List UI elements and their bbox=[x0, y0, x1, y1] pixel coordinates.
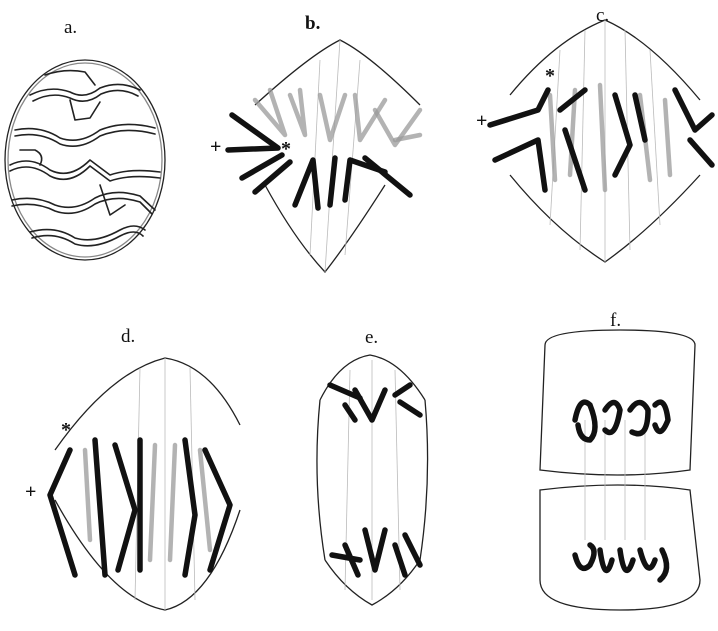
panel-e-spindle bbox=[317, 355, 428, 605]
panel-b-spindle bbox=[228, 40, 420, 272]
panel-d-spindle bbox=[50, 358, 240, 610]
panel-f-cells bbox=[540, 330, 700, 610]
panel-c-spindle bbox=[490, 20, 712, 262]
panel-a-nucleus bbox=[5, 60, 165, 260]
